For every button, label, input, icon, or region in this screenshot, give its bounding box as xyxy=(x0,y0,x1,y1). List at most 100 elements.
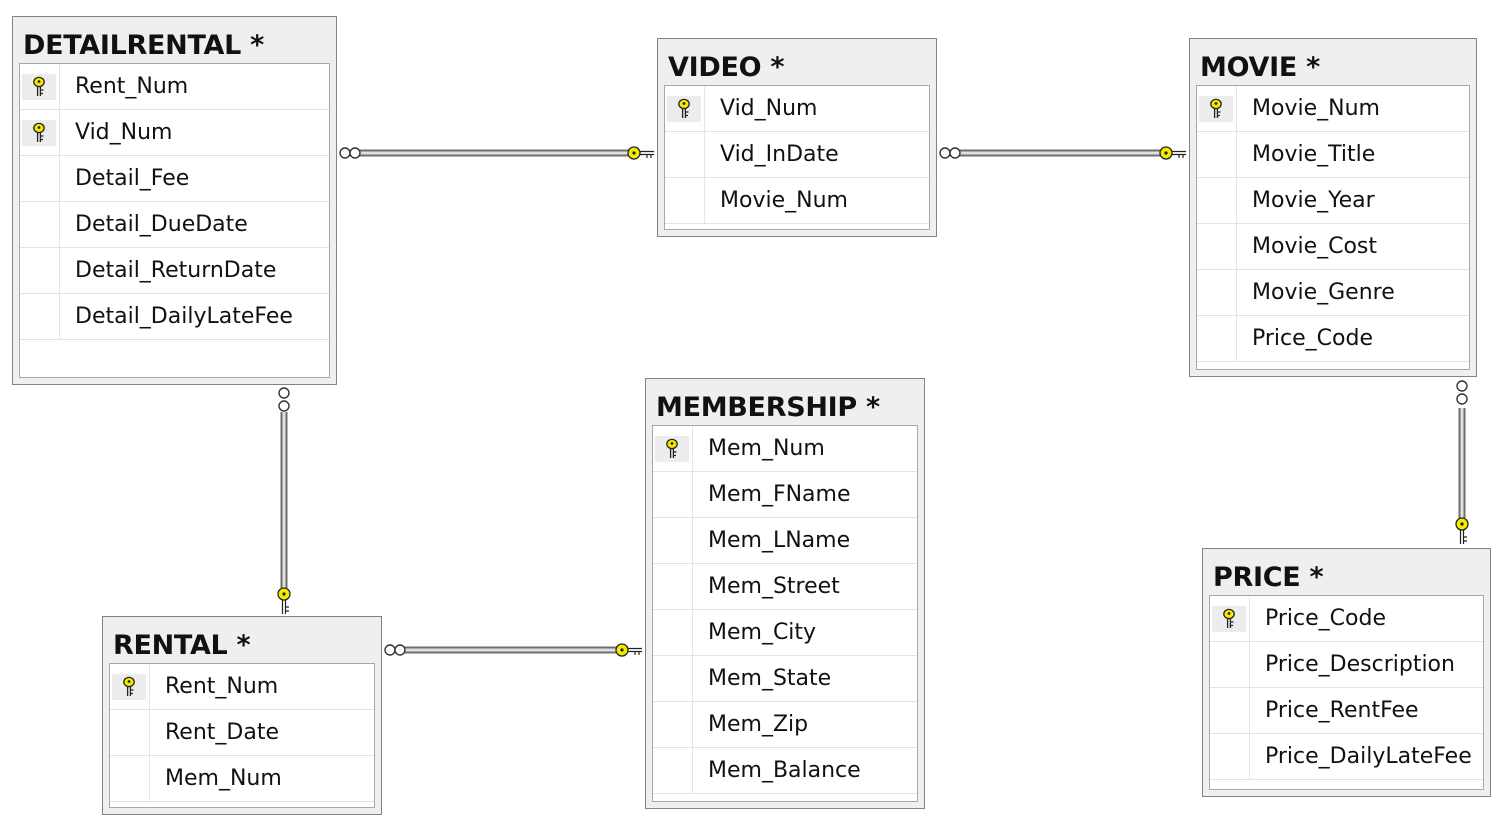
column-name: Movie_Num xyxy=(720,188,848,213)
column-row[interactable]: Price_RentFee xyxy=(1210,688,1483,734)
column-name: Mem_LName xyxy=(708,528,851,553)
link-rental-membership xyxy=(384,643,643,657)
row-selector xyxy=(653,748,693,793)
column-row[interactable]: Vid_Num xyxy=(20,110,329,156)
row-selector xyxy=(665,132,705,177)
row-selector xyxy=(665,86,705,131)
column-name: Mem_Num xyxy=(708,436,825,461)
row-selector xyxy=(20,110,60,155)
column-row[interactable]: Price_DailyLateFee xyxy=(1210,734,1483,780)
row-selector xyxy=(20,64,60,109)
row-selector xyxy=(653,656,693,701)
column-row[interactable]: Movie_Genre xyxy=(1197,270,1469,316)
column-name: Price_Description xyxy=(1265,652,1455,677)
row-selector xyxy=(665,178,705,223)
column-row[interactable]: Rent_Date xyxy=(110,710,374,756)
column-name: Mem_State xyxy=(708,666,832,691)
column-name: Mem_Zip xyxy=(708,712,809,737)
column-row[interactable]: Mem_Num xyxy=(110,756,374,802)
column-name: Rent_Date xyxy=(165,720,279,745)
column-row[interactable]: Mem_Num xyxy=(653,426,917,472)
column-row[interactable]: Rent_Num xyxy=(110,664,374,710)
column-name: Price_Code xyxy=(1252,326,1373,351)
column-row[interactable]: Movie_Year xyxy=(1197,178,1469,224)
row-selector xyxy=(1197,86,1237,131)
column-row[interactable]: Mem_LName xyxy=(653,518,917,564)
link-movie-price xyxy=(1455,380,1469,545)
column-name: Mem_Num xyxy=(165,766,282,791)
primary-key-icon xyxy=(655,436,689,462)
link-detailrental-rental xyxy=(277,387,291,615)
row-selector xyxy=(1210,688,1250,733)
row-selector xyxy=(653,564,693,609)
column-row[interactable]: Price_Description xyxy=(1210,642,1483,688)
column-name: Movie_Title xyxy=(1252,142,1376,167)
column-row[interactable]: Price_Code xyxy=(1210,596,1483,642)
row-selector xyxy=(1197,224,1237,269)
column-row[interactable]: Mem_Zip xyxy=(653,702,917,748)
column-row[interactable]: Mem_State xyxy=(653,656,917,702)
row-selector xyxy=(1210,642,1250,687)
column-row[interactable]: Mem_Balance xyxy=(653,748,917,794)
column-name: Mem_Street xyxy=(708,574,840,599)
column-row[interactable]: Vid_InDate xyxy=(665,132,929,178)
row-selector xyxy=(1210,596,1250,641)
row-selector xyxy=(20,294,60,339)
column-row[interactable]: Price_Code xyxy=(1197,316,1469,362)
row-selector xyxy=(653,702,693,747)
link-detailrental-video xyxy=(339,146,655,160)
column-name: Movie_Cost xyxy=(1252,234,1378,259)
column-row[interactable]: Detail_DailyLateFee xyxy=(20,294,329,340)
table-title: MOVIE * xyxy=(1200,52,1320,83)
column-row[interactable]: Mem_Street xyxy=(653,564,917,610)
column-name: Movie_Year xyxy=(1252,188,1375,213)
column-name: Vid_Num xyxy=(720,96,818,121)
row-selector xyxy=(20,202,60,247)
table-title: RENTAL * xyxy=(113,630,251,661)
column-row[interactable]: Vid_Num xyxy=(665,86,929,132)
column-name: Rent_Num xyxy=(165,674,279,699)
row-selector xyxy=(20,156,60,201)
row-selector xyxy=(653,518,693,563)
column-row[interactable]: Movie_Num xyxy=(1197,86,1469,132)
column-name: Price_DailyLateFee xyxy=(1265,744,1472,769)
table-title: VIDEO * xyxy=(668,52,785,83)
primary-key-icon xyxy=(1199,96,1233,122)
row-selector xyxy=(110,710,150,755)
column-name: Mem_City xyxy=(708,620,817,645)
column-row[interactable]: Movie_Title xyxy=(1197,132,1469,178)
column-name: Movie_Genre xyxy=(1252,280,1395,305)
column-row[interactable]: Mem_City xyxy=(653,610,917,656)
column-row[interactable]: Rent_Num xyxy=(20,64,329,110)
primary-key-icon xyxy=(667,96,701,122)
column-row[interactable]: Detail_Fee xyxy=(20,156,329,202)
row-selector xyxy=(1197,316,1237,361)
column-row[interactable]: Detail_DueDate xyxy=(20,202,329,248)
row-selector xyxy=(1197,270,1237,315)
column-row[interactable]: Mem_FName xyxy=(653,472,917,518)
column-name: Vid_Num xyxy=(75,120,173,145)
column-name: Movie_Num xyxy=(1252,96,1380,121)
column-row[interactable]: Movie_Num xyxy=(665,178,929,224)
row-selector xyxy=(110,756,150,801)
column-name: Detail_DueDate xyxy=(75,212,248,237)
row-selector xyxy=(110,664,150,709)
link-video-movie xyxy=(939,146,1187,160)
column-row[interactable]: Detail_ReturnDate xyxy=(20,248,329,294)
table-title: DETAILRENTAL * xyxy=(23,30,264,61)
column-name: Price_Code xyxy=(1265,606,1386,631)
column-row[interactable]: Movie_Cost xyxy=(1197,224,1469,270)
row-selector xyxy=(20,248,60,293)
